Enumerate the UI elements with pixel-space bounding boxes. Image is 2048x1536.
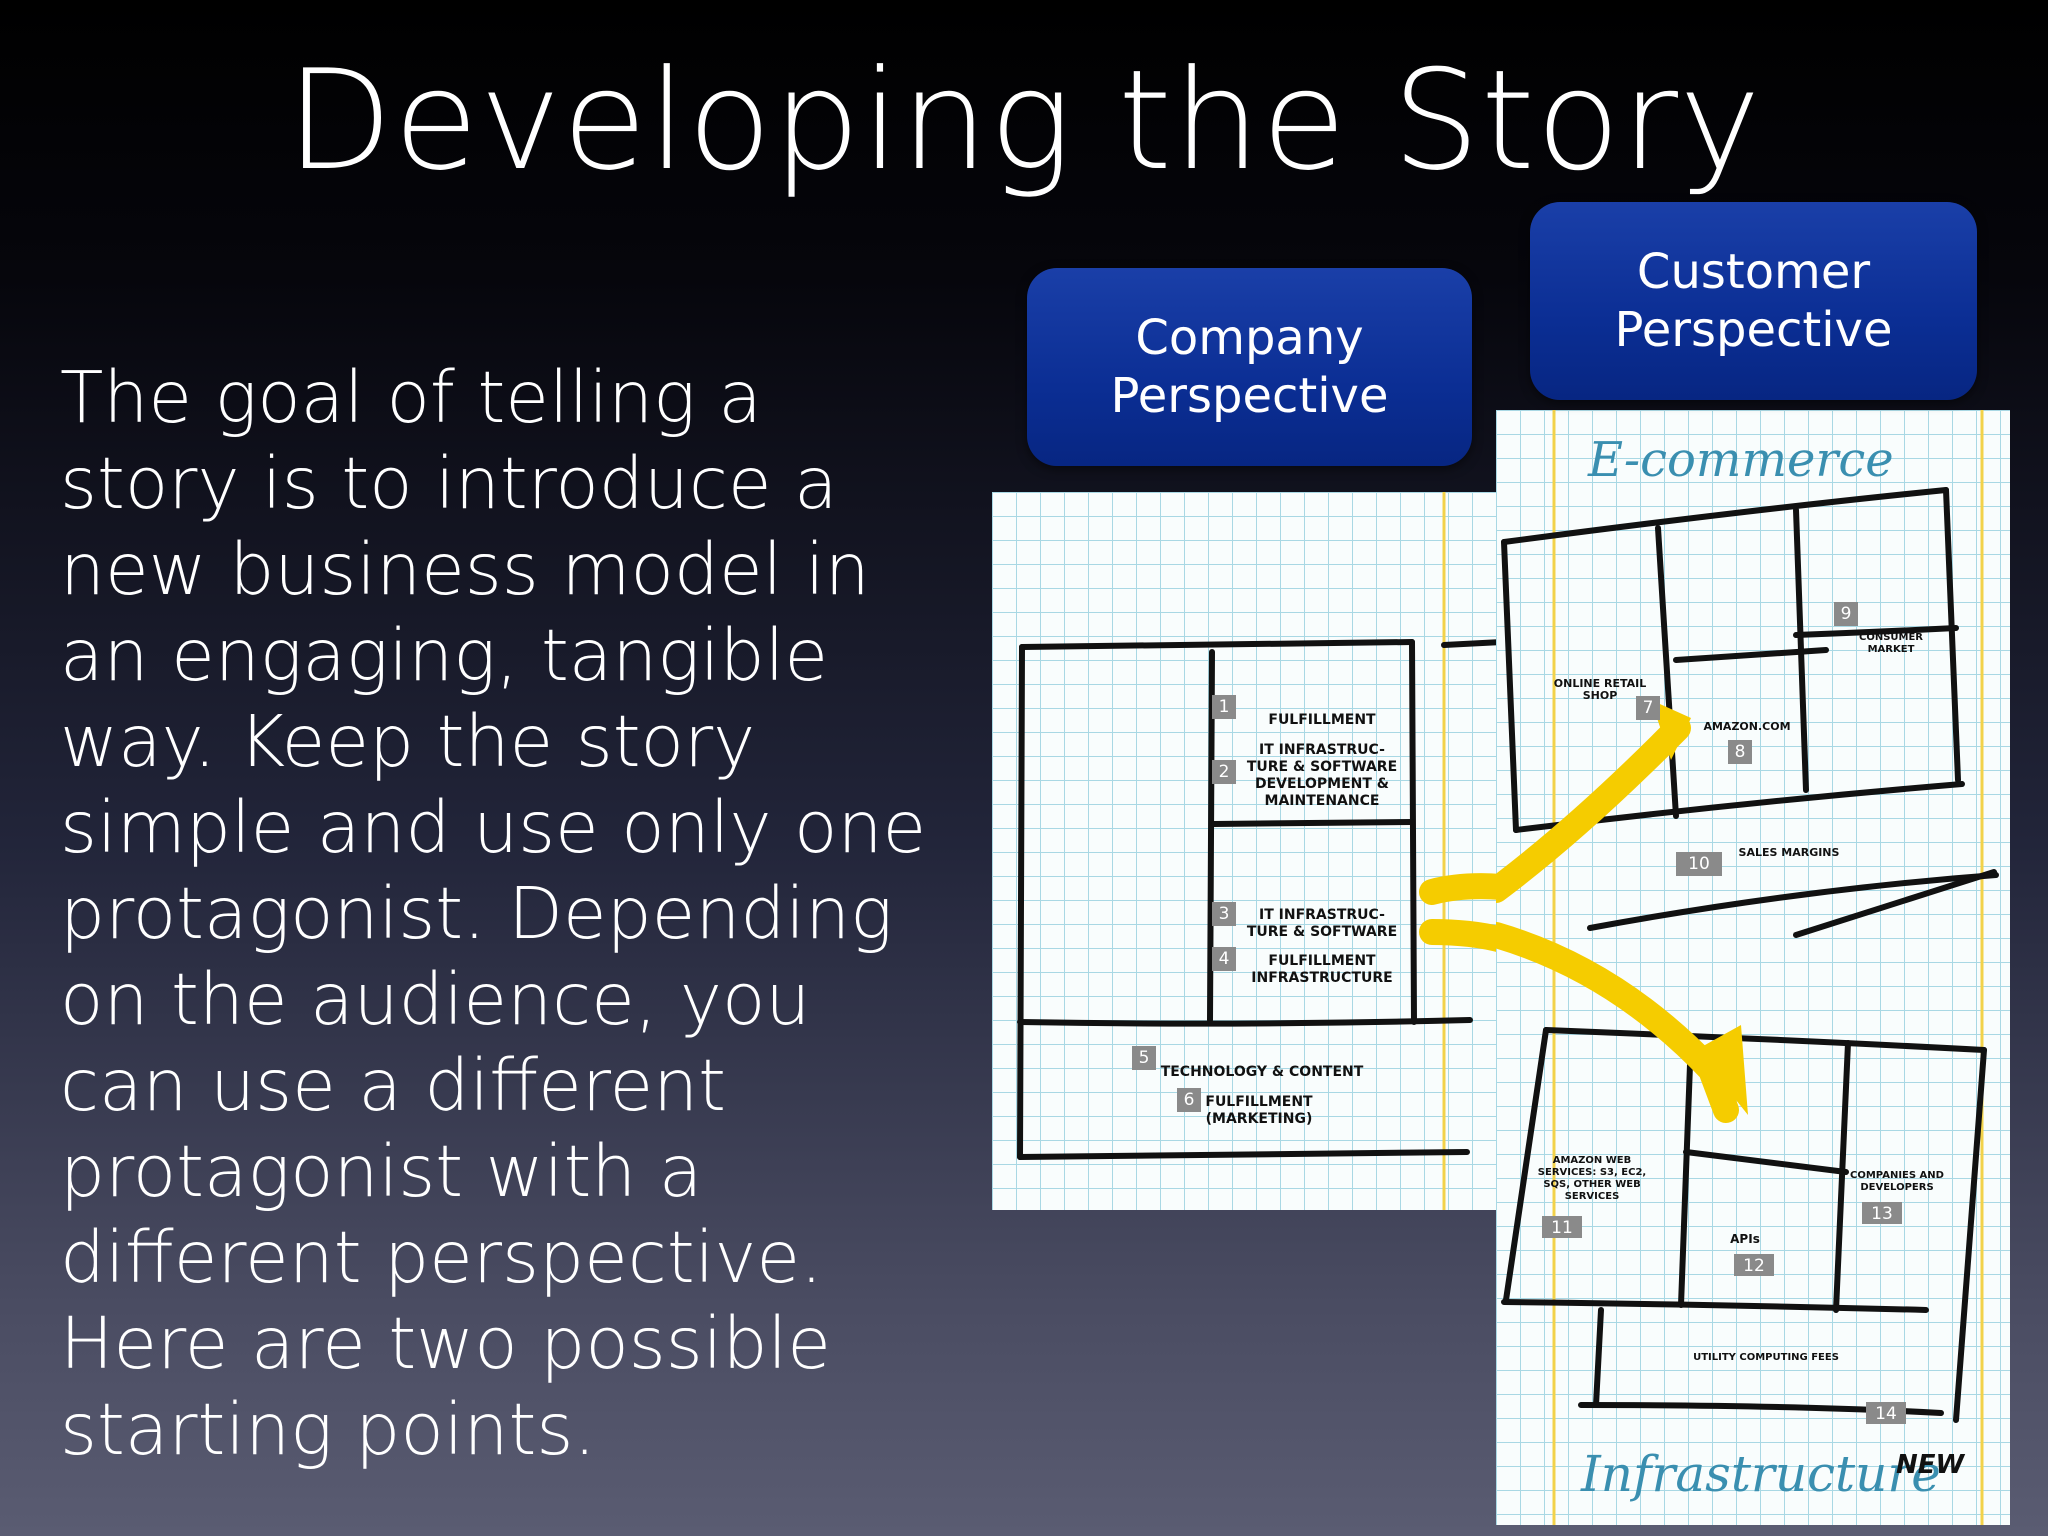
item-number-badge: 10 bbox=[1676, 852, 1722, 876]
item-label: IT INFRASTRUC- TURE & SOFTWARE bbox=[1246, 907, 1398, 940]
customer-perspective-label: Customer Perspective bbox=[1614, 244, 1893, 358]
item-label: TECHNOLOGY & CONTENT bbox=[1160, 1064, 1364, 1080]
customer-perspective-pill: Customer Perspective bbox=[1530, 202, 1977, 400]
item-number-badge: 14 bbox=[1866, 1402, 1906, 1424]
item-number-badge: 1 bbox=[1212, 695, 1236, 719]
item-label: FULFILLMENT (MARKETING) bbox=[1205, 1094, 1313, 1127]
item-label: COMPANIES AND DEVELOPERS bbox=[1850, 1170, 1944, 1193]
item-number-badge: 8 bbox=[1728, 740, 1752, 764]
item-label: AMAZON WEB SERVICES: S3, EC2, SQS, OTHER… bbox=[1537, 1155, 1647, 1202]
company-perspective-label: Company Perspective bbox=[1110, 310, 1389, 424]
ecommerce-heading: E-commerce bbox=[1588, 432, 1894, 488]
item-label: SALES MARGINS bbox=[1738, 846, 1840, 859]
item-number-badge: 7 bbox=[1636, 696, 1660, 720]
item-label: FULFILLMENT INFRASTRUCTURE bbox=[1251, 953, 1393, 986]
item-number-badge: 4 bbox=[1212, 947, 1236, 971]
new-tag: NEW bbox=[1896, 1450, 1965, 1480]
item-number-badge: 9 bbox=[1834, 602, 1858, 626]
item-number-badge: 11 bbox=[1542, 1216, 1582, 1238]
item-label: IT INFRASTRUC- TURE & SOFTWARE DEVELOPME… bbox=[1246, 742, 1398, 809]
item-label: FULFILLMENT bbox=[1268, 712, 1376, 728]
item-label: ONLINE RETAIL SHOP bbox=[1553, 677, 1647, 702]
item-number-badge: 13 bbox=[1862, 1202, 1902, 1224]
item-label: APIs bbox=[1730, 1232, 1760, 1246]
item-number-badge: 3 bbox=[1212, 902, 1236, 926]
company-perspective-pill: Company Perspective bbox=[1027, 268, 1472, 466]
item-label: AMAZON.COM bbox=[1703, 720, 1791, 733]
slide-body-text: The goal of telling a story is to introd… bbox=[60, 356, 927, 1471]
item-label: UTILITY COMPUTING FEES bbox=[1693, 1352, 1839, 1363]
company-canvas-drawing bbox=[1017, 492, 1502, 1210]
item-number-badge: 12 bbox=[1734, 1254, 1774, 1276]
customer-canvas-drawing bbox=[1496, 410, 1999, 1525]
customer-canvas-sheet: E-commerce Infrastructure NEW 7 ONLINE R… bbox=[1496, 410, 2010, 1525]
infrastructure-heading: Infrastructure bbox=[1581, 1445, 1941, 1503]
item-number-badge: 5 bbox=[1132, 1046, 1156, 1070]
slide-title: Developing the Story bbox=[286, 40, 1762, 201]
item-number-badge: 6 bbox=[1177, 1088, 1201, 1112]
company-canvas-sheet: 1 FULFILLMENT 2 IT INFRASTRUC- TURE & SO… bbox=[992, 492, 1502, 1210]
item-label: CONSUMER MARKET bbox=[1858, 632, 1923, 655]
item-number-badge: 2 bbox=[1212, 760, 1236, 784]
